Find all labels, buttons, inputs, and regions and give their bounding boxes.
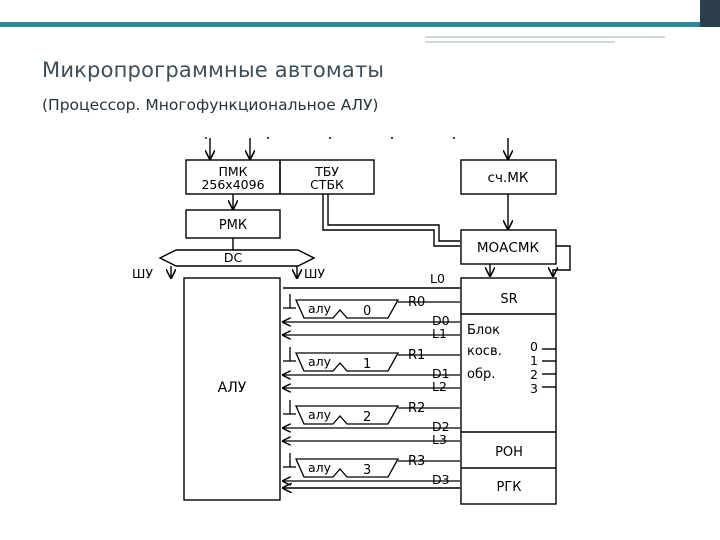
register-r-label: R1 xyxy=(408,348,425,363)
alu-slice-number: 0 xyxy=(363,304,371,319)
alu-slice-shape xyxy=(294,458,400,478)
right-register-column xyxy=(460,277,557,505)
alu-slice-number: 2 xyxy=(363,410,371,425)
top-decorative-bar xyxy=(0,0,720,43)
line-l-label: L1 xyxy=(432,326,447,341)
schmk-label: сч.МК xyxy=(488,170,529,186)
register-r-label: R3 xyxy=(408,454,425,469)
alu-slice-label: алу xyxy=(308,354,332,369)
rmk-label: РМК xyxy=(219,218,247,233)
alu-slice-label: алу xyxy=(308,460,332,475)
shu-left-label: ШУ xyxy=(132,266,153,281)
moasmk-feedback-path xyxy=(553,245,571,276)
dc-label: DC xyxy=(224,250,243,265)
moasmk-box xyxy=(460,229,557,265)
stbk-label: СТБК xyxy=(310,177,344,192)
pmk-label: ПМК xyxy=(218,164,247,179)
tbu-label: ТБУ xyxy=(314,164,339,179)
line-l-label: L2 xyxy=(432,379,447,394)
register-r-label: R0 xyxy=(408,295,425,310)
block-num-3: 3 xyxy=(530,381,538,396)
line-l-label: L3 xyxy=(432,432,447,447)
pmk-size-label: 256x4096 xyxy=(201,177,264,192)
rgk-label: РГК xyxy=(497,480,522,495)
alu-slice-shape xyxy=(294,352,400,372)
data-d-label: D2 xyxy=(432,419,450,434)
alu-slice-label: алу xyxy=(308,301,332,316)
alu-slice-number: 3 xyxy=(363,463,371,478)
block-label-3: обр. xyxy=(467,367,495,382)
alu-block xyxy=(183,277,281,501)
tbu-box xyxy=(279,159,375,195)
alu-slice-number: 1 xyxy=(363,357,371,372)
block-num-0: 0 xyxy=(530,339,538,354)
register-r-label: R2 xyxy=(408,401,425,416)
dc-decoder-shape xyxy=(158,249,316,267)
moasmk-label: МОАСМК xyxy=(477,240,540,256)
slide-subtitle: (Процессор. Многофункциональное АЛУ) xyxy=(42,96,379,114)
block-num-2: 2 xyxy=(530,367,538,382)
data-d-label: D1 xyxy=(432,366,450,381)
data-d-label: D0 xyxy=(432,313,450,328)
shu-right-label: ШУ xyxy=(304,266,325,281)
alu-slice-label: алу xyxy=(308,407,332,422)
ron-label: РОН xyxy=(495,445,523,460)
block-num-1: 1 xyxy=(530,353,538,368)
tbu-to-moasmk-path xyxy=(322,194,460,247)
alu-slice-shape xyxy=(294,405,400,425)
top-bar-graphic xyxy=(0,0,720,43)
alu-label: АЛУ xyxy=(218,380,247,396)
sr-label: SR xyxy=(500,292,517,307)
block-label-1: Блок xyxy=(467,323,500,338)
alu-slice-shape xyxy=(294,299,400,319)
data-d-label: D3 xyxy=(432,472,450,487)
l0-label: L0 xyxy=(430,271,445,286)
block-label-2: косв. xyxy=(467,344,502,359)
slide-title: Микропрограммные автоматы xyxy=(42,58,385,82)
